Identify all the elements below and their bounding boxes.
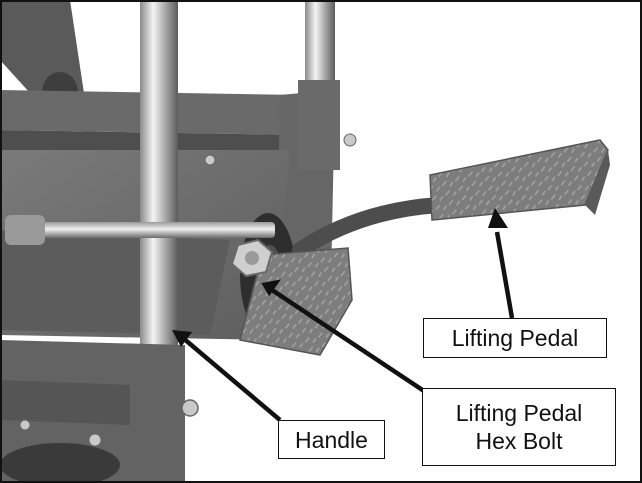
callout-handle: Handle [278, 420, 385, 459]
lifting-pedal [429, 139, 610, 221]
callout-lifting-pedal-text: Lifting Pedal [451, 325, 579, 351]
callout-hex-bolt-line1: Lifting Pedal [455, 400, 583, 426]
bottom-frame [0, 340, 185, 483]
small-pedal-plate [239, 247, 353, 356]
handle-post-right [298, 0, 340, 170]
callout-handle-text: Handle [295, 426, 368, 453]
bolts [19, 133, 357, 447]
pedal-arm [292, 197, 448, 258]
hex-bolt [230, 238, 274, 278]
callout-hex-bolt-line2: Hex Bolt [475, 428, 563, 454]
callout-lifting-pedal-hex-bolt: Lifting Pedal Hex Bolt [422, 388, 616, 466]
callout-lifting-pedal: Lifting Pedal [423, 318, 607, 358]
leader-arrows [172, 208, 515, 422]
axle-rod [5, 215, 275, 245]
